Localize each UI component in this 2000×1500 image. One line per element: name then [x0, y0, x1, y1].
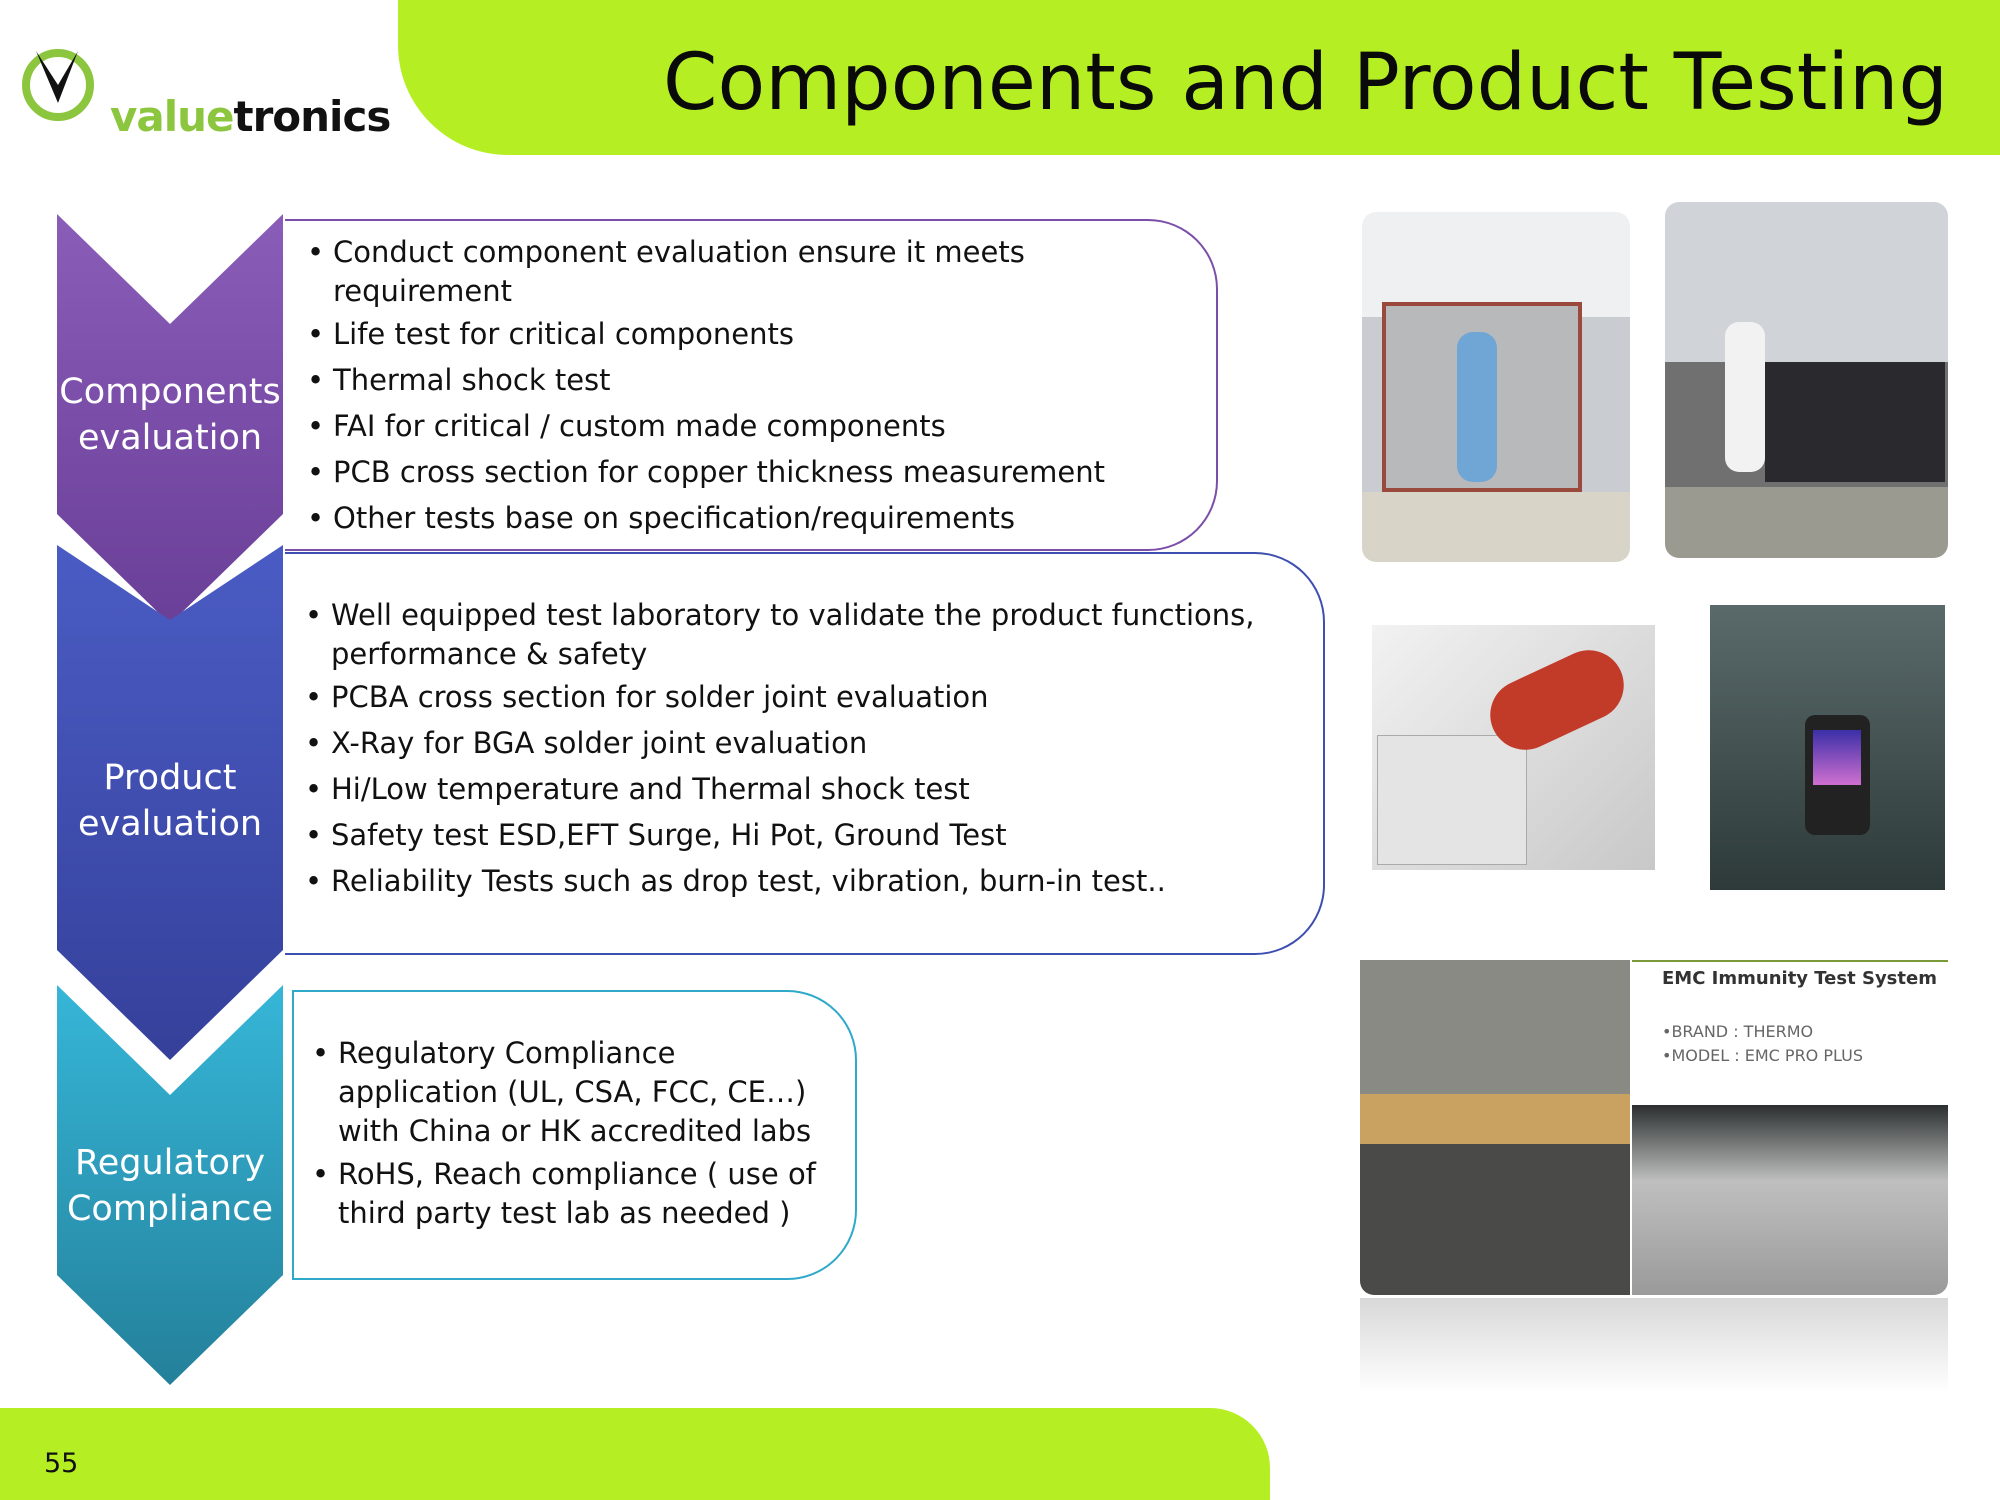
- list-item: Life test for critical components: [307, 315, 1186, 354]
- section-label: evaluation: [77, 418, 263, 458]
- emc-model: •MODEL : EMC PRO PLUS: [1662, 1046, 1863, 1065]
- logo-text-value: value: [110, 92, 235, 141]
- list-item: Thermal shock test: [307, 361, 1186, 400]
- list-item: PCBA cross section for solder joint eval…: [305, 678, 1293, 717]
- list-item: FAI for critical / custom made component…: [307, 407, 1186, 446]
- header-banner: Components and Product Testing: [398, 0, 2000, 155]
- photo-esd-gun: [1372, 625, 1655, 870]
- components-list-box: Conduct component evaluation ensure it m…: [285, 219, 1218, 551]
- list-item: Hi/Low temperature and Thermal shock tes…: [305, 770, 1293, 809]
- list-item: Well equipped test laboratory to validat…: [305, 596, 1293, 674]
- chevron-components: Components evaluation: [57, 214, 283, 624]
- page-number: 55: [44, 1448, 79, 1479]
- chevron-product: Product evaluation: [57, 545, 283, 1060]
- photo-emc-system: [1360, 960, 1948, 1295]
- regulatory-list-box: Regulatory Compliance application (UL, C…: [292, 990, 857, 1280]
- section-label: Regulatory: [74, 1143, 266, 1183]
- section-label: Compliance: [66, 1189, 274, 1229]
- photo-thermal-camera: [1710, 605, 1945, 890]
- list-item: Reliability Tests such as drop test, vib…: [305, 862, 1293, 901]
- emc-title: EMC Immunity Test System: [1662, 968, 1937, 989]
- section-label: Components: [59, 372, 281, 412]
- photo-reflection: [1360, 1298, 1948, 1393]
- list-item: Other tests base on specification/requir…: [307, 499, 1186, 538]
- section-label: evaluation: [77, 804, 263, 844]
- logo-text-tronics: tronics: [233, 92, 392, 141]
- logo-v-icon: [22, 49, 94, 121]
- list-item: Conduct component evaluation ensure it m…: [307, 233, 1067, 311]
- photo-cmm-machine: [1665, 202, 1948, 558]
- emc-brand: •BRAND : THERMO: [1662, 1022, 1814, 1041]
- photo-thermal-chamber: [1362, 212, 1630, 562]
- list-item: X-Ray for BGA solder joint evaluation: [305, 724, 1293, 763]
- list-item: Safety test ESD,EFT Surge, Hi Pot, Groun…: [305, 816, 1293, 855]
- product-list-box: Well equipped test laboratory to validat…: [285, 552, 1325, 955]
- list-item: PCB cross section for copper thickness m…: [307, 453, 1186, 492]
- footer-banner: [0, 1408, 1270, 1500]
- section-label: Product: [103, 758, 237, 798]
- list-item: Regulatory Compliance application (UL, C…: [312, 1034, 835, 1151]
- list-item: RoHS, Reach compliance ( use of third pa…: [312, 1155, 835, 1233]
- valuetronics-logo: valuetronics: [20, 40, 391, 141]
- page-title: Components and Product Testing: [663, 38, 1948, 128]
